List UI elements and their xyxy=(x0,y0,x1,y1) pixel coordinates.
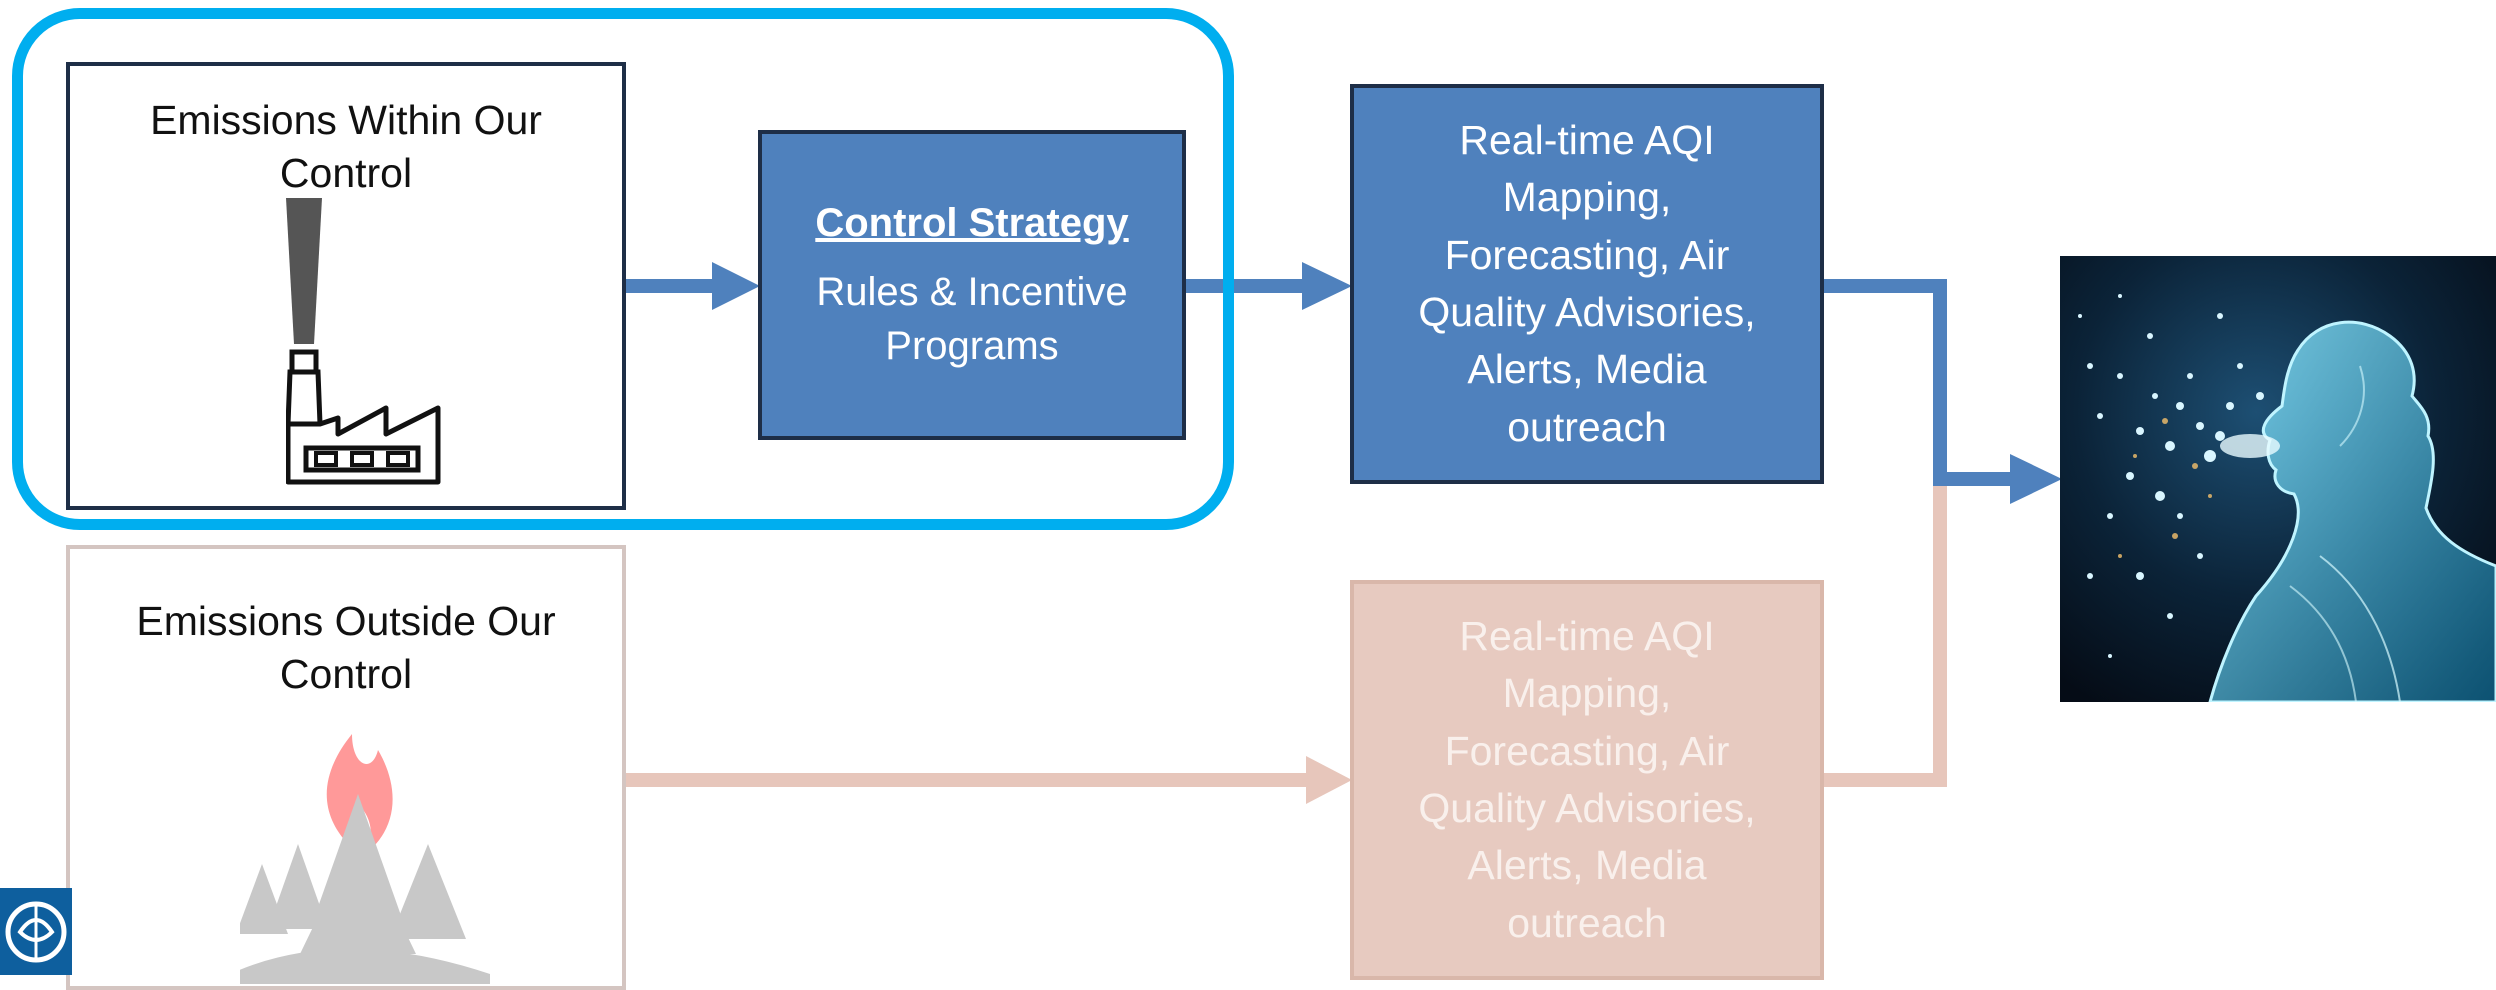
emissions-outside-control-label: Emissions Outside Our Control xyxy=(136,598,556,698)
arrow-emissions-to-control xyxy=(622,262,760,310)
wildfire-icon xyxy=(240,734,490,984)
control-strategy-body: Rules & Incentive Programs xyxy=(816,270,1128,368)
arrow-control-to-aqi xyxy=(1182,262,1352,310)
agency-logo-icon xyxy=(0,888,72,975)
aqi-actions-box-bottom: Real-time AQI Mapping, Forecasting, Air … xyxy=(1350,580,1824,980)
aqi-actions-text-bottom: Real-time AQI Mapping, Forecasting, Air … xyxy=(1418,612,1756,946)
human-breathing-illustration xyxy=(2060,256,2496,702)
arrow-aqi-to-human-faded xyxy=(1820,480,1947,787)
controllable-highlight xyxy=(12,8,1234,530)
factory-icon xyxy=(286,198,441,485)
emissions-within-control-label: Emissions Within Our Control xyxy=(150,97,542,197)
emissions-within-control-box: Emissions Within Our Control xyxy=(66,62,626,510)
aqi-actions-text-top: Real-time AQI Mapping, Forecasting, Air … xyxy=(1418,116,1756,450)
emissions-outside-control-box: Emissions Outside Our Control xyxy=(66,545,626,990)
aqi-actions-box-top: Real-time AQI Mapping, Forecasting, Air … xyxy=(1350,84,1824,484)
control-strategy-heading: Control Strategy xyxy=(815,201,1129,245)
arrow-outside-to-aqi xyxy=(622,756,1352,804)
arrow-aqi-to-human xyxy=(1820,279,2062,504)
control-strategy-box: Control Strategy Rules & Incentive Progr… xyxy=(758,130,1186,440)
